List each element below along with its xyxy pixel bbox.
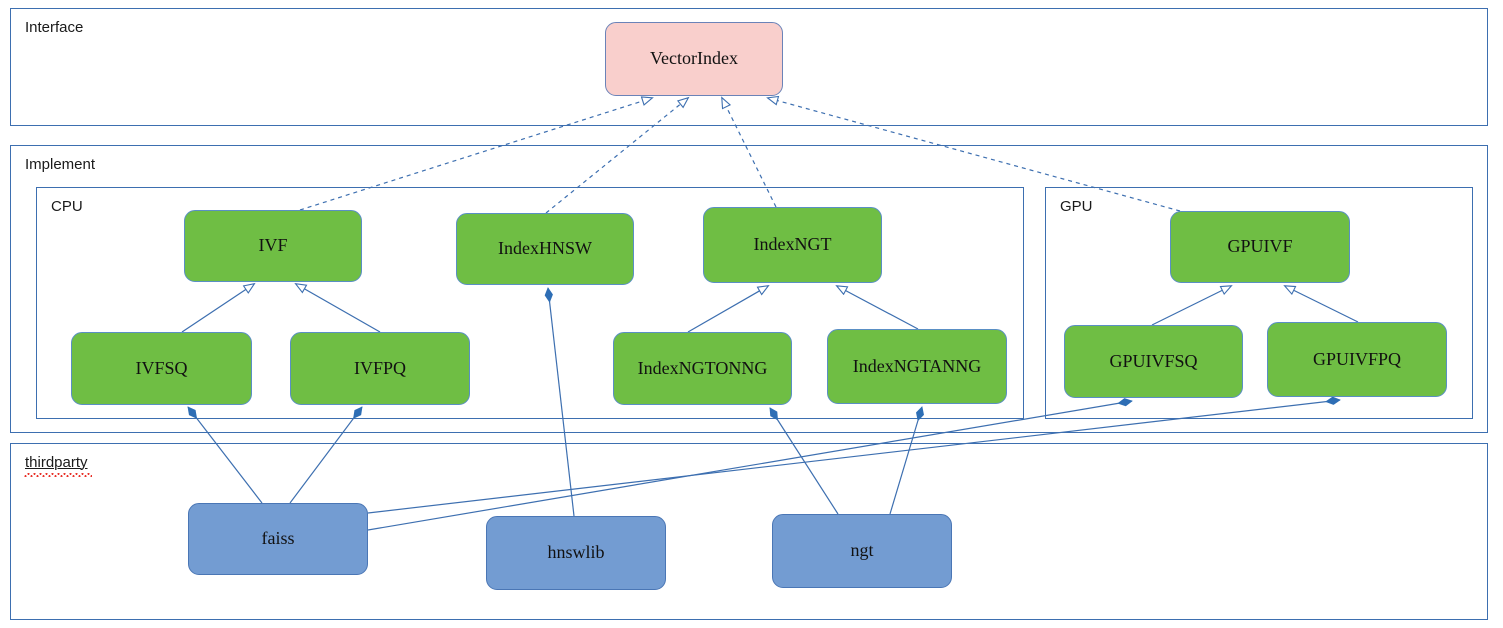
class-node-label-ivfsq: IVFSQ xyxy=(135,357,188,378)
class-node-label-vectorindex: VectorIndex xyxy=(650,48,738,69)
class-node-label-hnswlib: hnswlib xyxy=(547,542,605,563)
class-node-indexngtanng[interactable]: IndexNGTANNG xyxy=(827,329,1007,404)
class-node-label-ivfpq: IVFPQ xyxy=(353,357,406,378)
class-node-gpuivfpq[interactable]: GPUIVFPQ xyxy=(1267,322,1447,397)
class-node-gpuivf[interactable]: GPUIVF xyxy=(1170,211,1350,283)
class-node-label-ngt: ngt xyxy=(850,540,874,561)
class-node-label-indexngt: IndexNGT xyxy=(753,234,832,255)
class-node-indexngt[interactable]: IndexNGT xyxy=(703,207,882,283)
class-node-label-ivf: IVF xyxy=(258,235,288,256)
class-node-hnswlib[interactable]: hnswlib xyxy=(486,516,666,590)
class-node-ivfsq[interactable]: IVFSQ xyxy=(71,332,252,405)
class-node-gpuivfsq[interactable]: GPUIVFSQ xyxy=(1064,325,1243,398)
class-node-faiss[interactable]: faiss xyxy=(188,503,368,575)
class-node-ivf[interactable]: IVF xyxy=(184,210,362,282)
class-node-label-gpuivfsq: GPUIVFSQ xyxy=(1109,350,1198,371)
frame-label-cpu: CPU xyxy=(51,198,83,215)
class-node-label-indexngtonng: IndexNGTONNG xyxy=(637,357,768,378)
frame-label-gpu: GPU xyxy=(1060,198,1093,215)
class-node-vectorindex[interactable]: VectorIndex xyxy=(605,22,783,96)
class-node-label-gpuivfpq: GPUIVFPQ xyxy=(1312,348,1402,369)
frame-label-interface: Interface xyxy=(25,19,84,36)
class-node-ngt[interactable]: ngt xyxy=(772,514,952,588)
class-node-indexngtonng[interactable]: IndexNGTONNG xyxy=(613,332,792,405)
frame-label-implement: Implement xyxy=(25,156,96,173)
frame-label-thirdparty: thirdparty xyxy=(25,454,88,471)
class-node-indexhnsw[interactable]: IndexHNSW xyxy=(456,213,634,285)
class-node-label-faiss: faiss xyxy=(261,528,295,549)
class-node-ivfpq[interactable]: IVFPQ xyxy=(290,332,470,405)
class-node-label-gpuivf: GPUIVF xyxy=(1227,236,1293,257)
class-node-label-indexngtanng: IndexNGTANNG xyxy=(852,355,982,376)
class-node-label-indexhnsw: IndexHNSW xyxy=(498,238,592,259)
